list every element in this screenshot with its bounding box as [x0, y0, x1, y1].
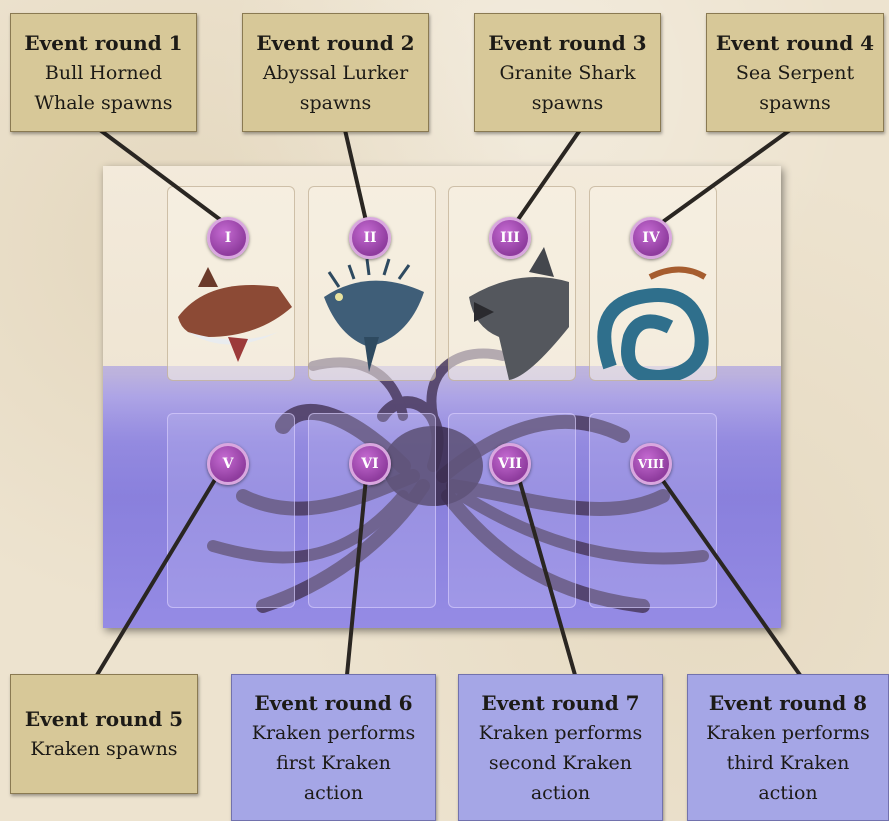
callout-event-round-8: Event round 8 Kraken performs third Krak…	[687, 674, 889, 821]
round-badge-6: VI	[349, 443, 391, 485]
callout-title: Event round 4	[716, 28, 874, 58]
callout-event-round-3: Event round 3 Granite Shark spawns	[474, 13, 661, 132]
connector-7	[516, 468, 575, 675]
callout-event-round-2: Event round 2 Abyssal Lurker spawns	[242, 13, 429, 132]
round-badge-4: IV	[630, 217, 672, 259]
callout-event-round-6: Event round 6 Kraken performs first Krak…	[231, 674, 436, 821]
callout-body: Kraken performs third Kraken action	[706, 718, 869, 808]
callout-title: Event round 5	[25, 704, 183, 734]
callout-body: Kraken performs second Kraken action	[479, 718, 642, 808]
connector-2	[345, 130, 366, 221]
callout-title: Event round 3	[488, 28, 646, 58]
callout-title: Event round 8	[709, 688, 867, 718]
callout-body: Kraken spawns	[30, 734, 177, 764]
callout-body: Kraken performs first Kraken action	[252, 718, 415, 808]
connector-3	[517, 130, 580, 221]
callout-title: Event round 1	[24, 28, 182, 58]
callout-body: Bull Horned Whale spawns	[35, 58, 173, 118]
round-badge-5: V	[207, 443, 249, 485]
callout-body: Abyssal Lurker spawns	[263, 58, 408, 118]
round-badge-7: VII	[489, 443, 531, 485]
callout-event-round-4: Event round 4 Sea Serpent spawns	[706, 13, 884, 132]
round-badge-3: III	[489, 217, 531, 259]
round-badge-8: VIII	[630, 443, 672, 485]
callout-body: Granite Shark spawns	[500, 58, 636, 118]
connector-5	[97, 468, 222, 675]
connector-4	[664, 130, 790, 221]
callout-title: Event round 7	[481, 688, 639, 718]
callout-title: Event round 6	[254, 688, 412, 718]
connector-6	[347, 468, 367, 675]
round-badge-1: I	[207, 217, 249, 259]
connector-1	[100, 130, 222, 221]
callout-event-round-7: Event round 7 Kraken performs second Kra…	[458, 674, 663, 821]
connector-8	[654, 468, 800, 675]
callout-title: Event round 2	[256, 28, 414, 58]
callout-event-round-1: Event round 1 Bull Horned Whale spawns	[10, 13, 197, 132]
callout-body: Sea Serpent spawns	[736, 58, 854, 118]
round-badge-2: II	[349, 217, 391, 259]
callout-event-round-5: Event round 5 Kraken spawns	[10, 674, 198, 794]
